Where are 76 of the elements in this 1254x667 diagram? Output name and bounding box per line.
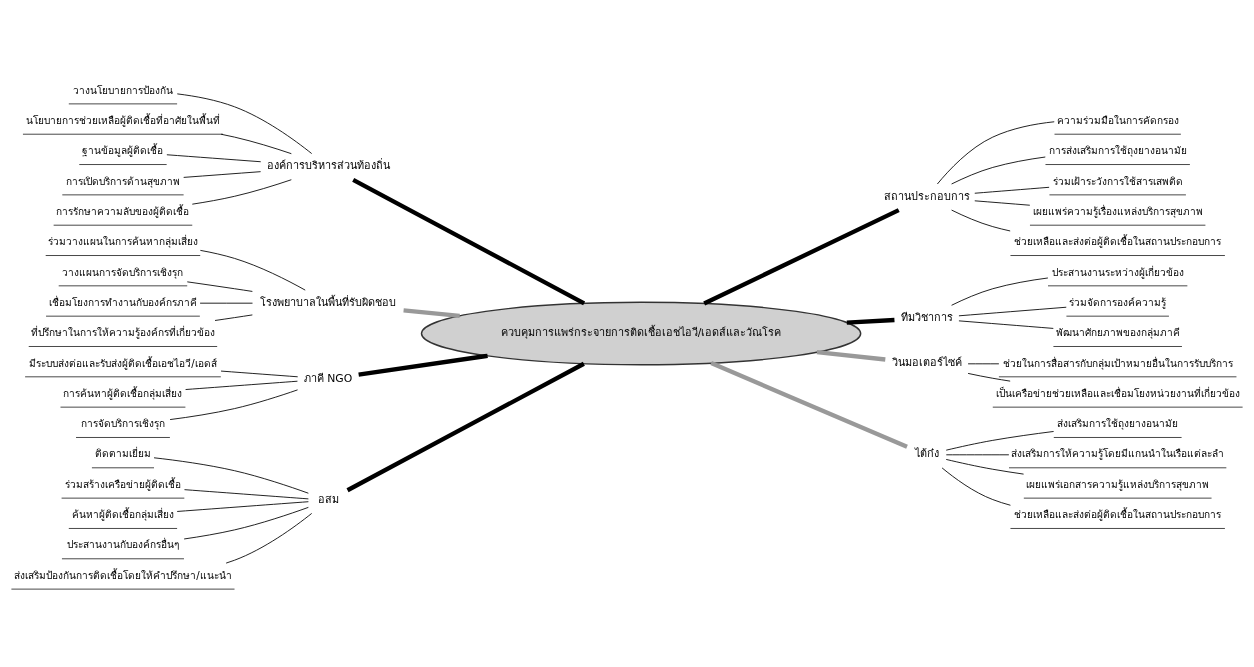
node-text: ที่ปรึกษาในการให้ความรู้องค์กรที่เกี่ยวข้อง — [30, 327, 215, 339]
connector — [191, 179, 292, 205]
connector — [199, 249, 306, 291]
connector — [703, 208, 900, 306]
node-text: การค้นหาผู้ติดเชื้อกลุ่มเสี่ยง — [63, 387, 183, 399]
node-text: ร่วมวางแผนในการค้นหากลุ่มเสี่ยง — [47, 236, 198, 248]
connector — [945, 431, 1055, 451]
node-text: เผยแพร่ความรู้เรื่องแหล่งบริการสุขภาพ — [1032, 205, 1203, 217]
node-text: โรงพยาบาลในพื้นที่รับผิดชอบ — [260, 295, 397, 309]
node-text: วางแผนการจัดบริการเชิงรุก — [62, 266, 184, 278]
connector — [166, 154, 262, 163]
node-text: ร่วมจัดการองค์ความรู้ — [1069, 296, 1167, 308]
node-text: มีระบบส่งต่อและรับส่งผู้ติดเชื้อเอชไอวี/เอดส์ — [29, 357, 217, 369]
node-text: เผยแพร่เอกสารความรู้แหล่งบริการสุขภาพ — [1026, 478, 1210, 490]
node-text: ร่วมสร้างเครือข่ายผู้ติดเชื้อ — [64, 478, 181, 490]
connector — [176, 501, 309, 512]
node-text: ฐานข้อมูลผู้ติดเชื้อ — [82, 145, 164, 157]
node-text: ประสานงานกับองค์กรอื่นๆ — [66, 539, 179, 551]
connector — [403, 308, 460, 319]
connector — [974, 186, 1050, 194]
connector — [951, 156, 1046, 185]
node-text: ส่งเสริมการใช้ถุงยางอนามัย — [1057, 418, 1179, 430]
connector — [153, 457, 309, 494]
node-text: ทีมวิชาการ — [900, 310, 953, 324]
connector — [183, 171, 262, 178]
connector — [346, 361, 585, 493]
connector — [967, 372, 1011, 382]
node-text: ช่วยเหลือและส่งต่อผู้ติดเชื้อในสถานประกอบการ — [1014, 236, 1222, 248]
node-text: ภาคี NGO — [303, 371, 353, 385]
node-text: ส่งเสริมป้องกันการติดเชื้อโดยให้คำปรึกษา/แนะนำ — [14, 569, 232, 581]
connector — [358, 353, 488, 377]
node-text: วินมอเตอร์ไซค์ — [891, 356, 962, 370]
connector — [185, 380, 298, 390]
node-text: เชื่อมโยงการทำงานกับองค์กรภาคี — [48, 296, 197, 308]
connector — [951, 209, 1011, 232]
node-text: ค้นหาผู้ติดเชื้อกลุ่มเสี่ยง — [71, 509, 174, 521]
connector — [958, 320, 1054, 329]
node-text: การรักษาความลับของผู้ติดเชื้อ — [56, 205, 190, 217]
connector — [220, 370, 299, 378]
connector — [186, 281, 253, 292]
node-text: อสม — [317, 492, 339, 506]
connector — [710, 361, 908, 449]
node-text: ไต้ก๋ง — [914, 447, 939, 461]
node-text: องค์การบริหารส่วนท้องถิ่น — [266, 159, 390, 173]
node-text: การส่งเสริมการใช้ถุงยางอนามัย — [1048, 145, 1187, 157]
node-text: ส่งเสริมการให้ความรู้โดยมีแกนนำในเรือแต่ละลำ — [1011, 448, 1225, 460]
node-text: สถานประกอบการ — [883, 189, 970, 203]
node-text: การเปิดบริการด้านสุขภาพ — [65, 175, 180, 187]
connector — [945, 459, 1024, 475]
connector — [846, 317, 895, 325]
node-ellipse: ควบคุมการแพร่กระจายการติดเชื้อเอชไอวี/เอดส์และวัณโรค — [420, 301, 862, 366]
node-text: ช่วยในการสื่อสารกับกลุ่มเป้าหมายอื่นในการรับบริการ — [1002, 357, 1233, 369]
connector — [225, 513, 313, 564]
node-text: ประสานงานระหว่างผู้เกี่ยวข้อง — [1051, 266, 1184, 278]
connector — [941, 467, 1011, 506]
node-text: ร่วมเฝ้าระวังการใช้สารเสพติด — [1052, 175, 1183, 187]
connector — [958, 306, 1067, 317]
connector — [214, 314, 253, 321]
node-text: วางนโยบายการป้องกัน — [72, 84, 173, 96]
connector — [936, 121, 1055, 185]
connector — [176, 93, 313, 154]
node-text: การจัดบริการเชิงรุก — [80, 418, 165, 430]
connector — [169, 389, 298, 420]
connector — [816, 350, 886, 362]
node-text: เป็นเครือข่ายช่วยเหลือและเชื่อมโยงหน่วยงานที่เกี่ยวข้อง — [995, 387, 1240, 399]
node-text: นโยบายการช่วยเหลือผู้ติดเชื้อที่อาศัยในพื้นที่ — [25, 114, 220, 126]
connector — [183, 506, 309, 540]
connector — [220, 133, 292, 155]
node-text: พัฒนาศักยภาพของกลุ่มภาคี — [1055, 327, 1180, 339]
node-text: ติดตามเยี่ยม — [94, 448, 151, 460]
connector — [951, 277, 1049, 306]
connector — [352, 177, 586, 306]
node-text: ช่วยเหลือและส่งต่อผู้ติดเชื้อในสถานประกอบการ — [1014, 509, 1222, 521]
node-text: ความร่วมมือในการคัดกรอง — [1056, 114, 1179, 126]
connector — [184, 489, 309, 500]
connector — [974, 200, 1031, 206]
